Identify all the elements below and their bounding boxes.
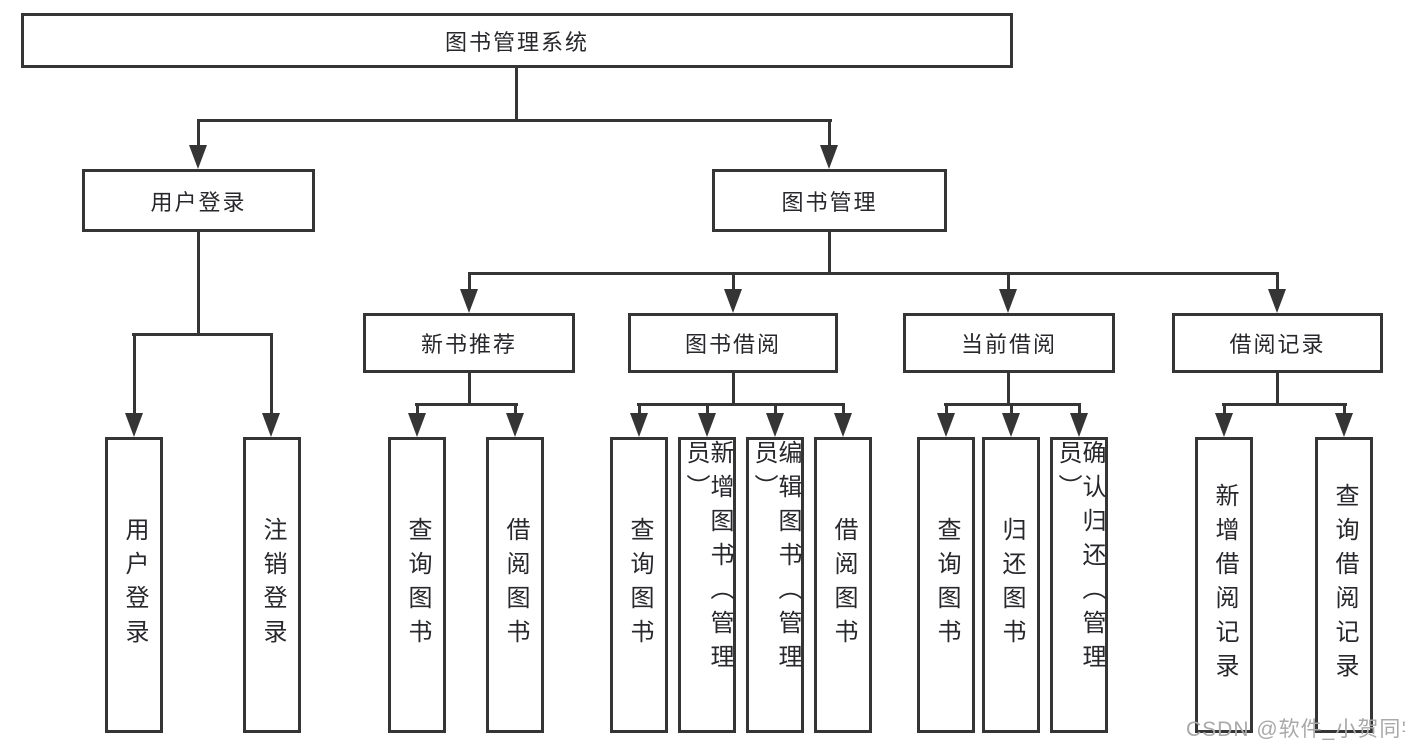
arrowhead-icon bbox=[1070, 413, 1088, 437]
node-user-login: 用户登录 bbox=[82, 169, 315, 232]
connector-line bbox=[706, 403, 709, 417]
connector-line bbox=[1007, 272, 1010, 292]
node-new-book-recommend-label: 新书推荐 bbox=[420, 332, 517, 357]
arrowhead-icon bbox=[262, 413, 280, 437]
arrowhead-icon bbox=[460, 289, 478, 313]
connector-line bbox=[1222, 403, 1347, 406]
connector-line bbox=[1276, 272, 1279, 292]
connector-line bbox=[842, 403, 845, 417]
leaf-query-borrow-record-label: 查询借阅记录 bbox=[1331, 483, 1358, 687]
leaf-add-book-admin: 新增图书（管理员） bbox=[678, 437, 736, 733]
node-book-borrow-label: 图书借阅 bbox=[684, 332, 781, 357]
connector-line bbox=[638, 403, 641, 417]
connector-line bbox=[828, 232, 831, 275]
node-current-borrow: 当前借阅 bbox=[903, 313, 1115, 373]
connector-line bbox=[1223, 403, 1226, 417]
leaf-query-book-borrow: 查询图书 bbox=[610, 437, 668, 733]
leaf-query-book-recommend-label: 查询图书 bbox=[404, 517, 431, 653]
node-book-borrow: 图书借阅 bbox=[628, 313, 838, 373]
leaf-user-login-label: 用户登录 bbox=[121, 517, 148, 653]
arrowhead-icon bbox=[1215, 413, 1233, 437]
node-borrow-record-label: 借阅记录 bbox=[1229, 332, 1326, 357]
connector-line bbox=[197, 232, 200, 336]
node-new-book-recommend: 新书推荐 bbox=[363, 313, 575, 373]
leaf-add-borrow-record: 新增借阅记录 bbox=[1195, 437, 1253, 733]
connector-line bbox=[416, 403, 419, 417]
node-user-login-label: 用户登录 bbox=[150, 189, 247, 215]
csdn-watermark: CSDN @软件_小贺同学 bbox=[1186, 718, 1405, 741]
arrowhead-icon bbox=[1268, 289, 1286, 313]
leaf-edit-book-admin-label: 编辑图书（管理员） bbox=[750, 440, 801, 678]
arrowhead-icon bbox=[1002, 413, 1020, 437]
connector-line bbox=[637, 403, 845, 406]
connector-line bbox=[828, 119, 831, 149]
connector-line bbox=[1276, 373, 1279, 406]
arrowhead-icon bbox=[999, 289, 1017, 313]
leaf-logout: 注销登录 bbox=[243, 437, 301, 733]
node-root-label: 图书管理系统 bbox=[444, 29, 589, 55]
node-borrow-record: 借阅记录 bbox=[1172, 313, 1383, 373]
connector-line bbox=[468, 373, 471, 406]
leaf-return-book-label: 归还图书 bbox=[998, 517, 1025, 653]
connector-line bbox=[732, 373, 735, 406]
leaf-query-book-recommend: 查询图书 bbox=[388, 437, 446, 733]
connector-line bbox=[515, 68, 518, 122]
connector-line bbox=[514, 403, 517, 417]
node-book-management: 图书管理 bbox=[712, 169, 947, 232]
leaf-query-book-borrow-label: 查询图书 bbox=[626, 517, 653, 653]
arrowhead-icon bbox=[698, 413, 716, 437]
arrowhead-icon bbox=[724, 289, 742, 313]
arrowhead-icon bbox=[834, 413, 852, 437]
connector-line bbox=[774, 403, 777, 417]
node-current-borrow-label: 当前借阅 bbox=[960, 332, 1057, 357]
connector-line bbox=[197, 119, 200, 149]
connector-line bbox=[1007, 373, 1010, 406]
connector-line bbox=[1078, 403, 1081, 417]
leaf-borrow-book-recommend: 借阅图书 bbox=[486, 437, 544, 733]
connector-line bbox=[732, 272, 735, 292]
leaf-user-login: 用户登录 bbox=[105, 437, 163, 733]
leaf-add-borrow-record-label: 新增借阅记录 bbox=[1211, 483, 1238, 687]
leaf-borrow-book-label: 借阅图书 bbox=[830, 517, 857, 653]
node-root: 图书管理系统 bbox=[21, 13, 1013, 68]
connector-line bbox=[945, 403, 948, 417]
leaf-query-book-current: 查询图书 bbox=[917, 437, 975, 733]
connector-line bbox=[270, 333, 273, 417]
leaf-edit-book-admin: 编辑图书（管理员） bbox=[746, 437, 804, 733]
leaf-confirm-return-admin-label: 确认归还（管理员） bbox=[1054, 440, 1105, 678]
leaf-query-borrow-record: 查询借阅记录 bbox=[1315, 437, 1373, 733]
leaf-return-book: 归还图书 bbox=[982, 437, 1040, 733]
connector-line bbox=[415, 403, 518, 406]
leaf-confirm-return-admin: 确认归还（管理员） bbox=[1050, 437, 1108, 733]
connector-line bbox=[132, 333, 273, 336]
connector-line bbox=[1343, 403, 1346, 417]
arrowhead-icon bbox=[937, 413, 955, 437]
connector-line bbox=[1010, 403, 1013, 417]
connector-line bbox=[133, 333, 136, 417]
connector-line bbox=[197, 119, 832, 122]
arrowhead-icon bbox=[506, 413, 524, 437]
arrowhead-icon bbox=[1335, 413, 1353, 437]
arrowhead-icon bbox=[766, 413, 784, 437]
connector-line bbox=[468, 272, 471, 292]
arrowhead-icon bbox=[189, 145, 207, 169]
leaf-borrow-book-recommend-label: 借阅图书 bbox=[502, 517, 529, 653]
arrowhead-icon bbox=[820, 145, 838, 169]
connector-line bbox=[468, 272, 1279, 275]
leaf-add-book-admin-label: 新增图书（管理员） bbox=[682, 440, 733, 678]
leaf-query-book-current-label: 查询图书 bbox=[933, 517, 960, 653]
arrowhead-icon bbox=[408, 413, 426, 437]
arrowhead-icon bbox=[125, 413, 143, 437]
arrowhead-icon bbox=[630, 413, 648, 437]
node-book-management-label: 图书管理 bbox=[781, 189, 878, 215]
leaf-borrow-book: 借阅图书 bbox=[814, 437, 872, 733]
leaf-logout-label: 注销登录 bbox=[259, 517, 286, 653]
